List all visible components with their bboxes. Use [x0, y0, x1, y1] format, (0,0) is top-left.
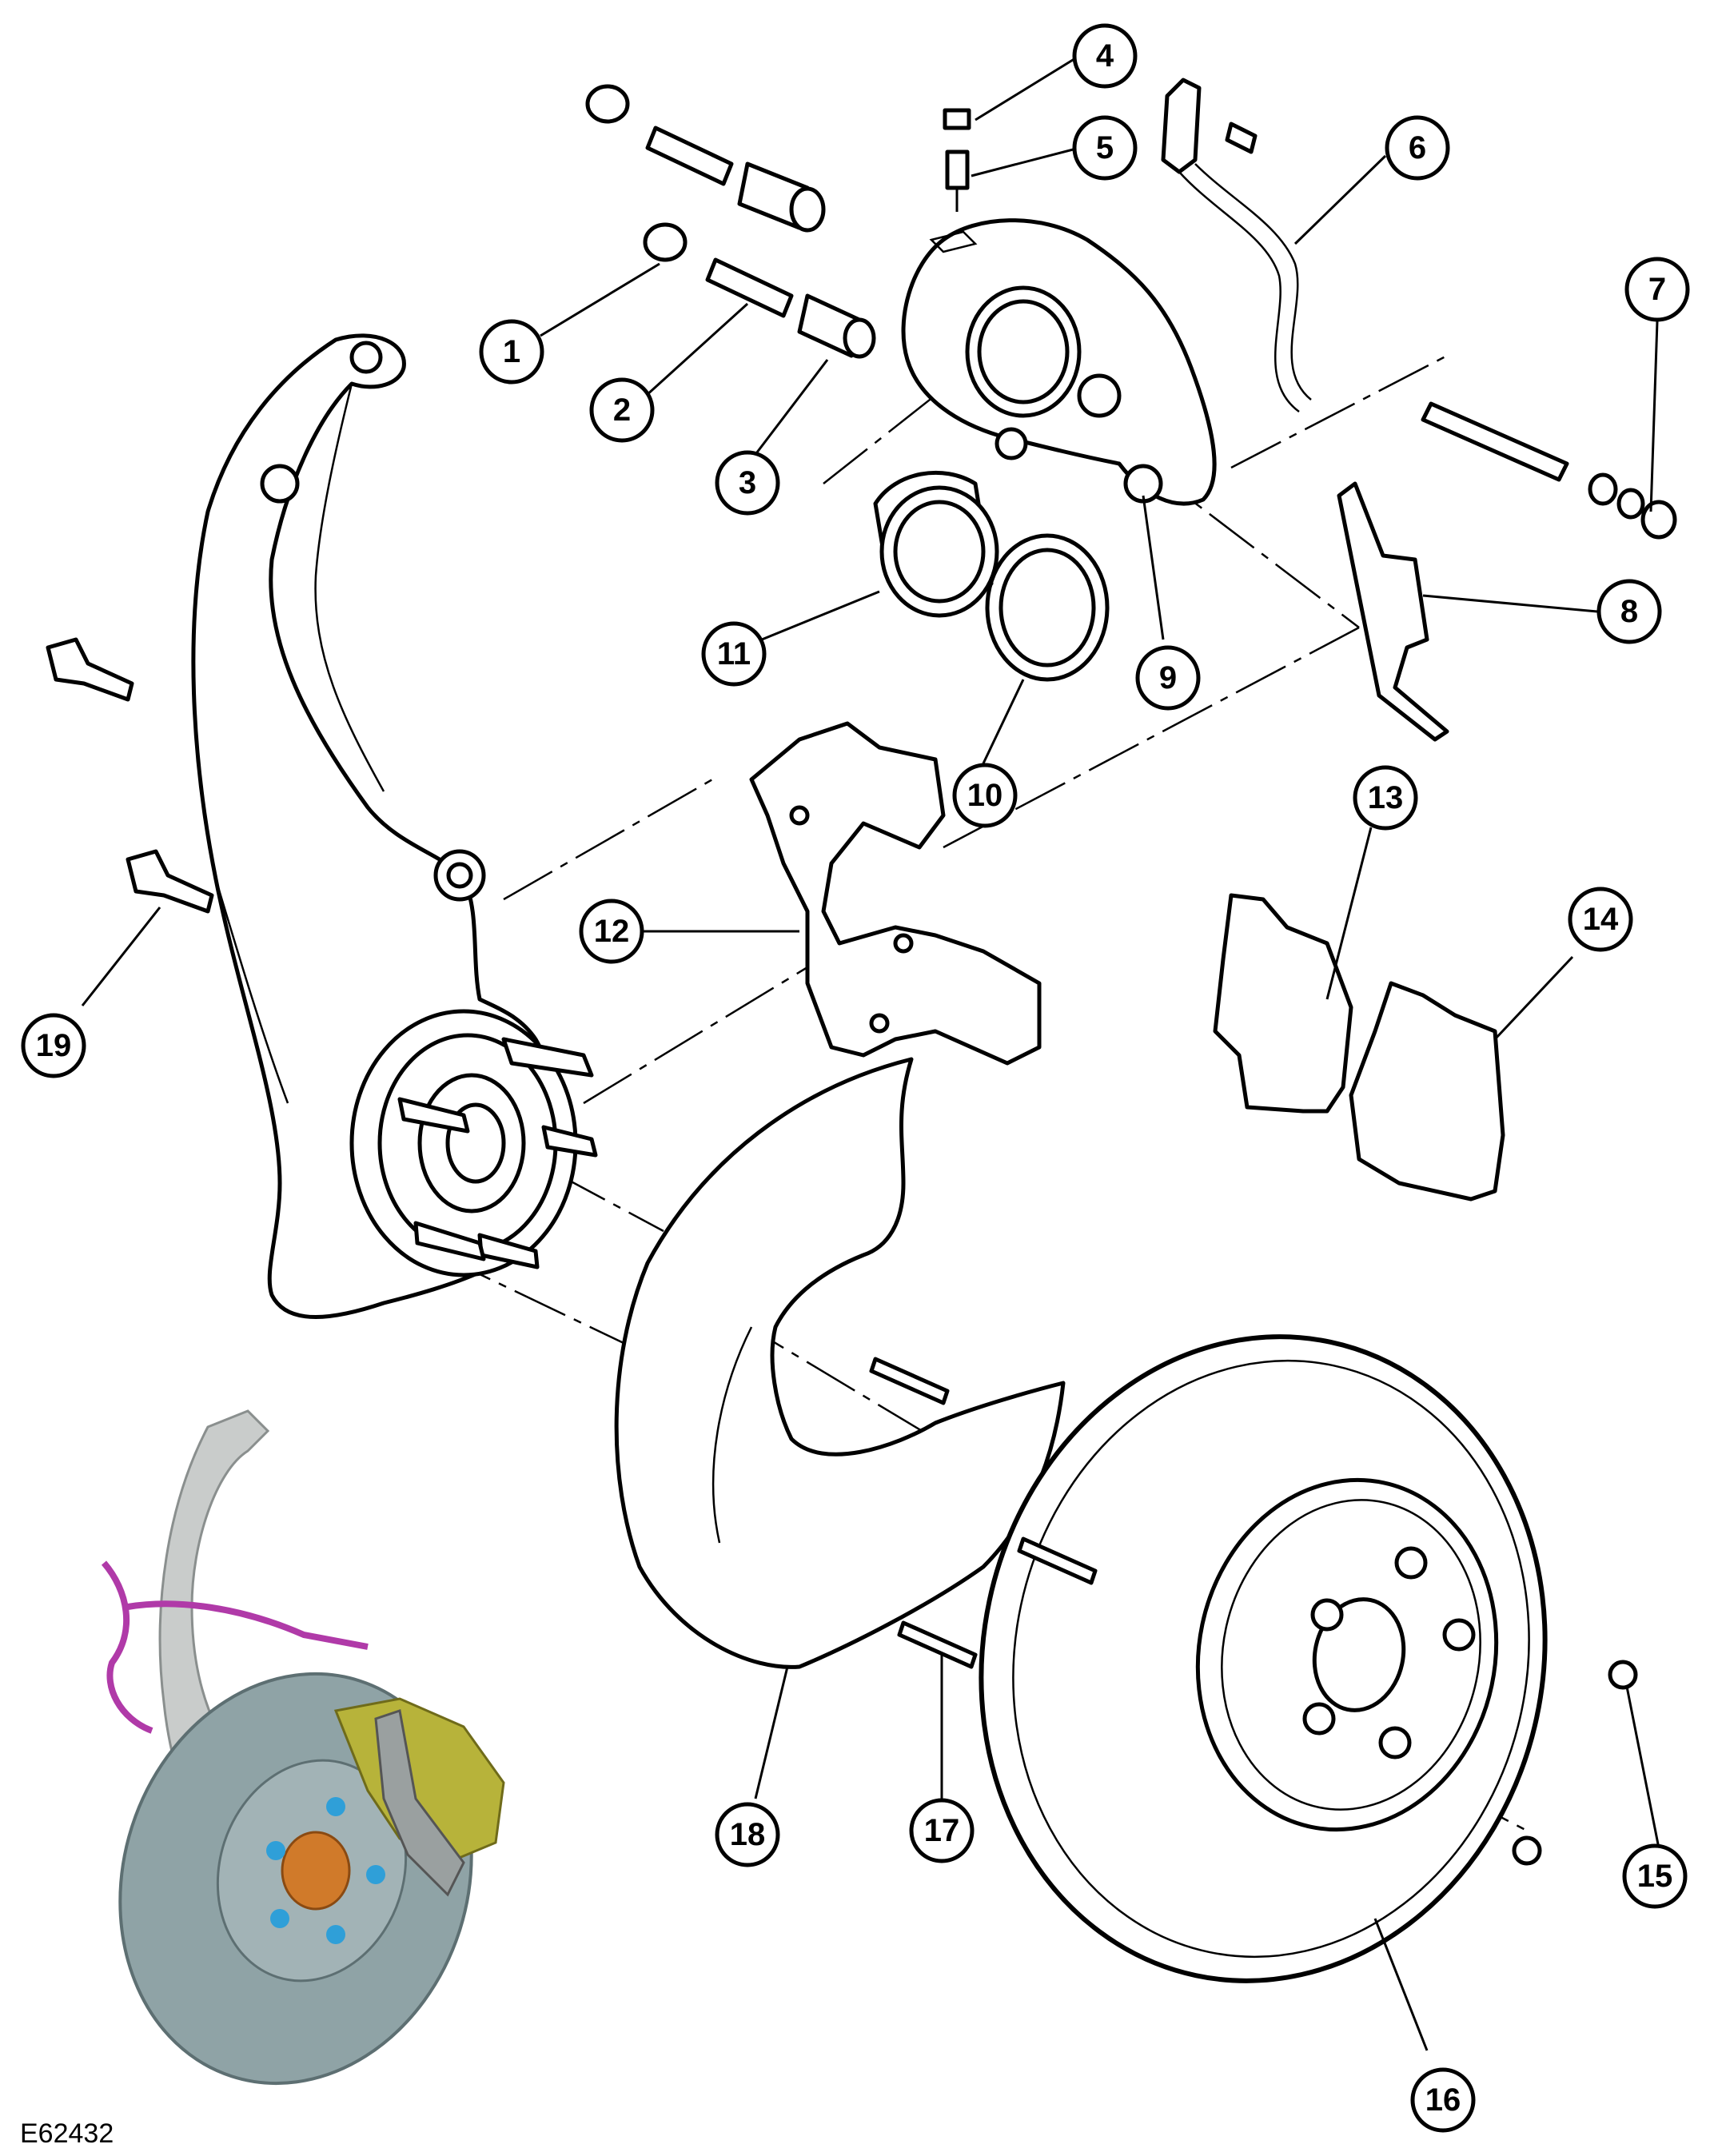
callout-label: 1	[503, 334, 520, 369]
callout-9: 9	[1135, 645, 1201, 711]
callout-label: 17	[924, 1813, 960, 1848]
callouts: 1 2 3 4 5 6 7 8 9 10 11 12 13 14 15 16 1…	[21, 23, 1690, 2133]
callout-6: 6	[1385, 115, 1450, 181]
callout-label: 7	[1648, 272, 1666, 307]
callout-4: 4	[1072, 23, 1138, 89]
callout-label: 18	[730, 1817, 766, 1852]
callout-label: 6	[1409, 130, 1426, 165]
callout-14: 14	[1568, 887, 1633, 952]
brake-disc	[979, 1334, 1548, 1983]
piston-seal	[985, 533, 1110, 682]
callout-label: 2	[613, 393, 631, 428]
wheel-hub	[349, 1009, 598, 1277]
callout-label: 19	[36, 1028, 72, 1063]
callout-leader-lines	[81, 54, 1662, 2051]
inset-stud	[270, 1909, 289, 1928]
callout-label: 4	[1096, 38, 1114, 74]
callout-label: 8	[1620, 594, 1638, 629]
banjo-bolt-and-washers	[1588, 472, 1677, 540]
callout-label: 16	[1425, 2082, 1461, 2118]
callout-label: 12	[594, 914, 630, 949]
inset-wire	[101, 1560, 369, 1734]
callout-15: 15	[1622, 1843, 1688, 1909]
dust-shield-bolts	[869, 1357, 1098, 1669]
callout-18: 18	[715, 1802, 780, 1867]
callout-12: 12	[579, 899, 644, 964]
callout-label: 14	[1583, 902, 1619, 937]
callout-3: 3	[715, 450, 780, 516]
inset-stud	[326, 1797, 345, 1816]
inset-stud	[326, 1925, 345, 1944]
bleed-nipple-parts	[943, 108, 971, 212]
callout-2: 2	[589, 377, 655, 443]
inset-stud	[266, 1841, 285, 1860]
callout-label: 15	[1637, 1859, 1673, 1894]
callout-11: 11	[701, 621, 767, 687]
callout-10: 10	[952, 763, 1018, 828]
inset-caliper-carrier	[374, 1709, 465, 1897]
callout-label: 11	[717, 636, 751, 672]
callout-label: 3	[739, 465, 756, 500]
caliper-body	[901, 218, 1217, 506]
brake-pad-inner	[1213, 893, 1353, 1114]
brake-pad-outer	[1349, 981, 1505, 1202]
callout-19: 19	[21, 1013, 86, 1078]
brake-hose	[1161, 78, 1569, 482]
guide-pin-caps	[585, 84, 688, 262]
guide-pins	[645, 126, 794, 318]
callout-label: 10	[967, 778, 1003, 813]
callout-1: 1	[479, 319, 544, 385]
inset-hub	[281, 1831, 351, 1911]
caliper-carrier	[749, 721, 1042, 1066]
callout-label: 13	[1368, 780, 1404, 815]
callout-8: 8	[1596, 579, 1662, 644]
dust-shield	[614, 1057, 1066, 1669]
guide-pin-bushings	[737, 161, 876, 359]
callout-label: 5	[1096, 130, 1114, 165]
assembled-view-inset	[101, 1409, 505, 2086]
callout-5: 5	[1072, 115, 1138, 181]
inset-stud	[366, 1865, 385, 1884]
callout-13: 13	[1353, 765, 1418, 831]
figure-id: E62432	[20, 2118, 114, 2149]
retaining-clips	[1512, 1660, 1638, 1866]
anti-rattle-spring	[1337, 481, 1449, 742]
knuckle-bolts	[46, 637, 214, 914]
piston	[873, 470, 999, 618]
callout-16: 16	[1410, 2067, 1476, 2133]
callout-7: 7	[1624, 257, 1690, 322]
callout-label: 9	[1159, 660, 1177, 695]
callout-17: 17	[909, 1798, 975, 1863]
